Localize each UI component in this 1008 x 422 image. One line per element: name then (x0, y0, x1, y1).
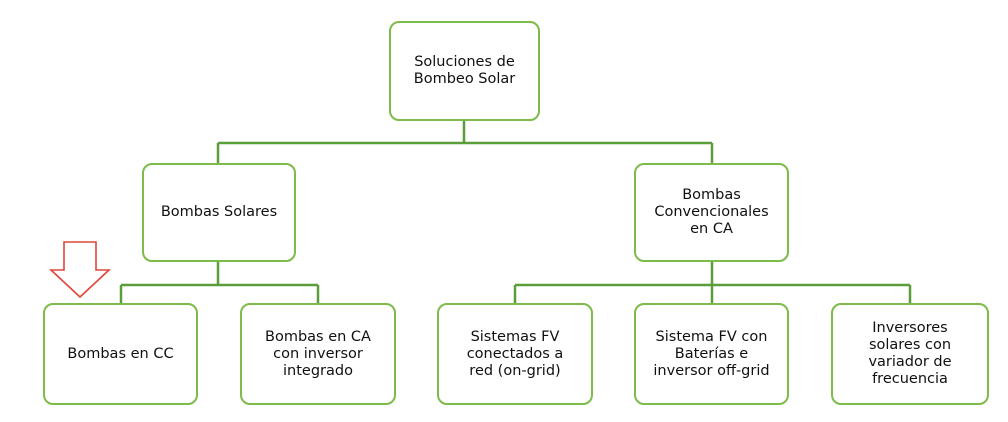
bombas-solares-node: Bombas Solares (142, 163, 296, 262)
sistema-off-grid-node: Sistema FV con Baterías e inversor off-g… (634, 303, 789, 405)
root-node-label: Soluciones de Bombeo Solar (413, 54, 516, 87)
bombas-cc-label: Bombas en CC (67, 345, 174, 362)
sistema-off-grid-label: Sistema FV con Baterías e inversor off-g… (653, 328, 770, 379)
bombas-solares-label: Bombas Solares (160, 204, 278, 220)
inversores-variador-label: Inversores solares con variador de frecu… (868, 320, 952, 387)
sistemas-on-grid-label: Sistemas FV conectados a red (on-grid) (466, 328, 564, 379)
bombas-ca-inversor-label: Bombas en CA con inversor integrado (265, 328, 371, 379)
inversores-variador-node: Inversores solares con variador de frecu… (831, 303, 989, 405)
bombas-ca-inversor-node: Bombas en CA con inversor integrado (240, 303, 396, 405)
bombas-convencionales-label: Bombas Convencionales en CA (654, 187, 769, 237)
sistemas-on-grid-node: Sistemas FV conectados a red (on-grid) (437, 303, 593, 405)
bombas-convencionales-node: Bombas Convencionales en CA (634, 163, 789, 262)
root-node: Soluciones de Bombeo Solar (389, 21, 540, 121)
bombas-cc-node: Bombas en CC (43, 303, 198, 405)
down-arrow-icon (48, 241, 112, 299)
